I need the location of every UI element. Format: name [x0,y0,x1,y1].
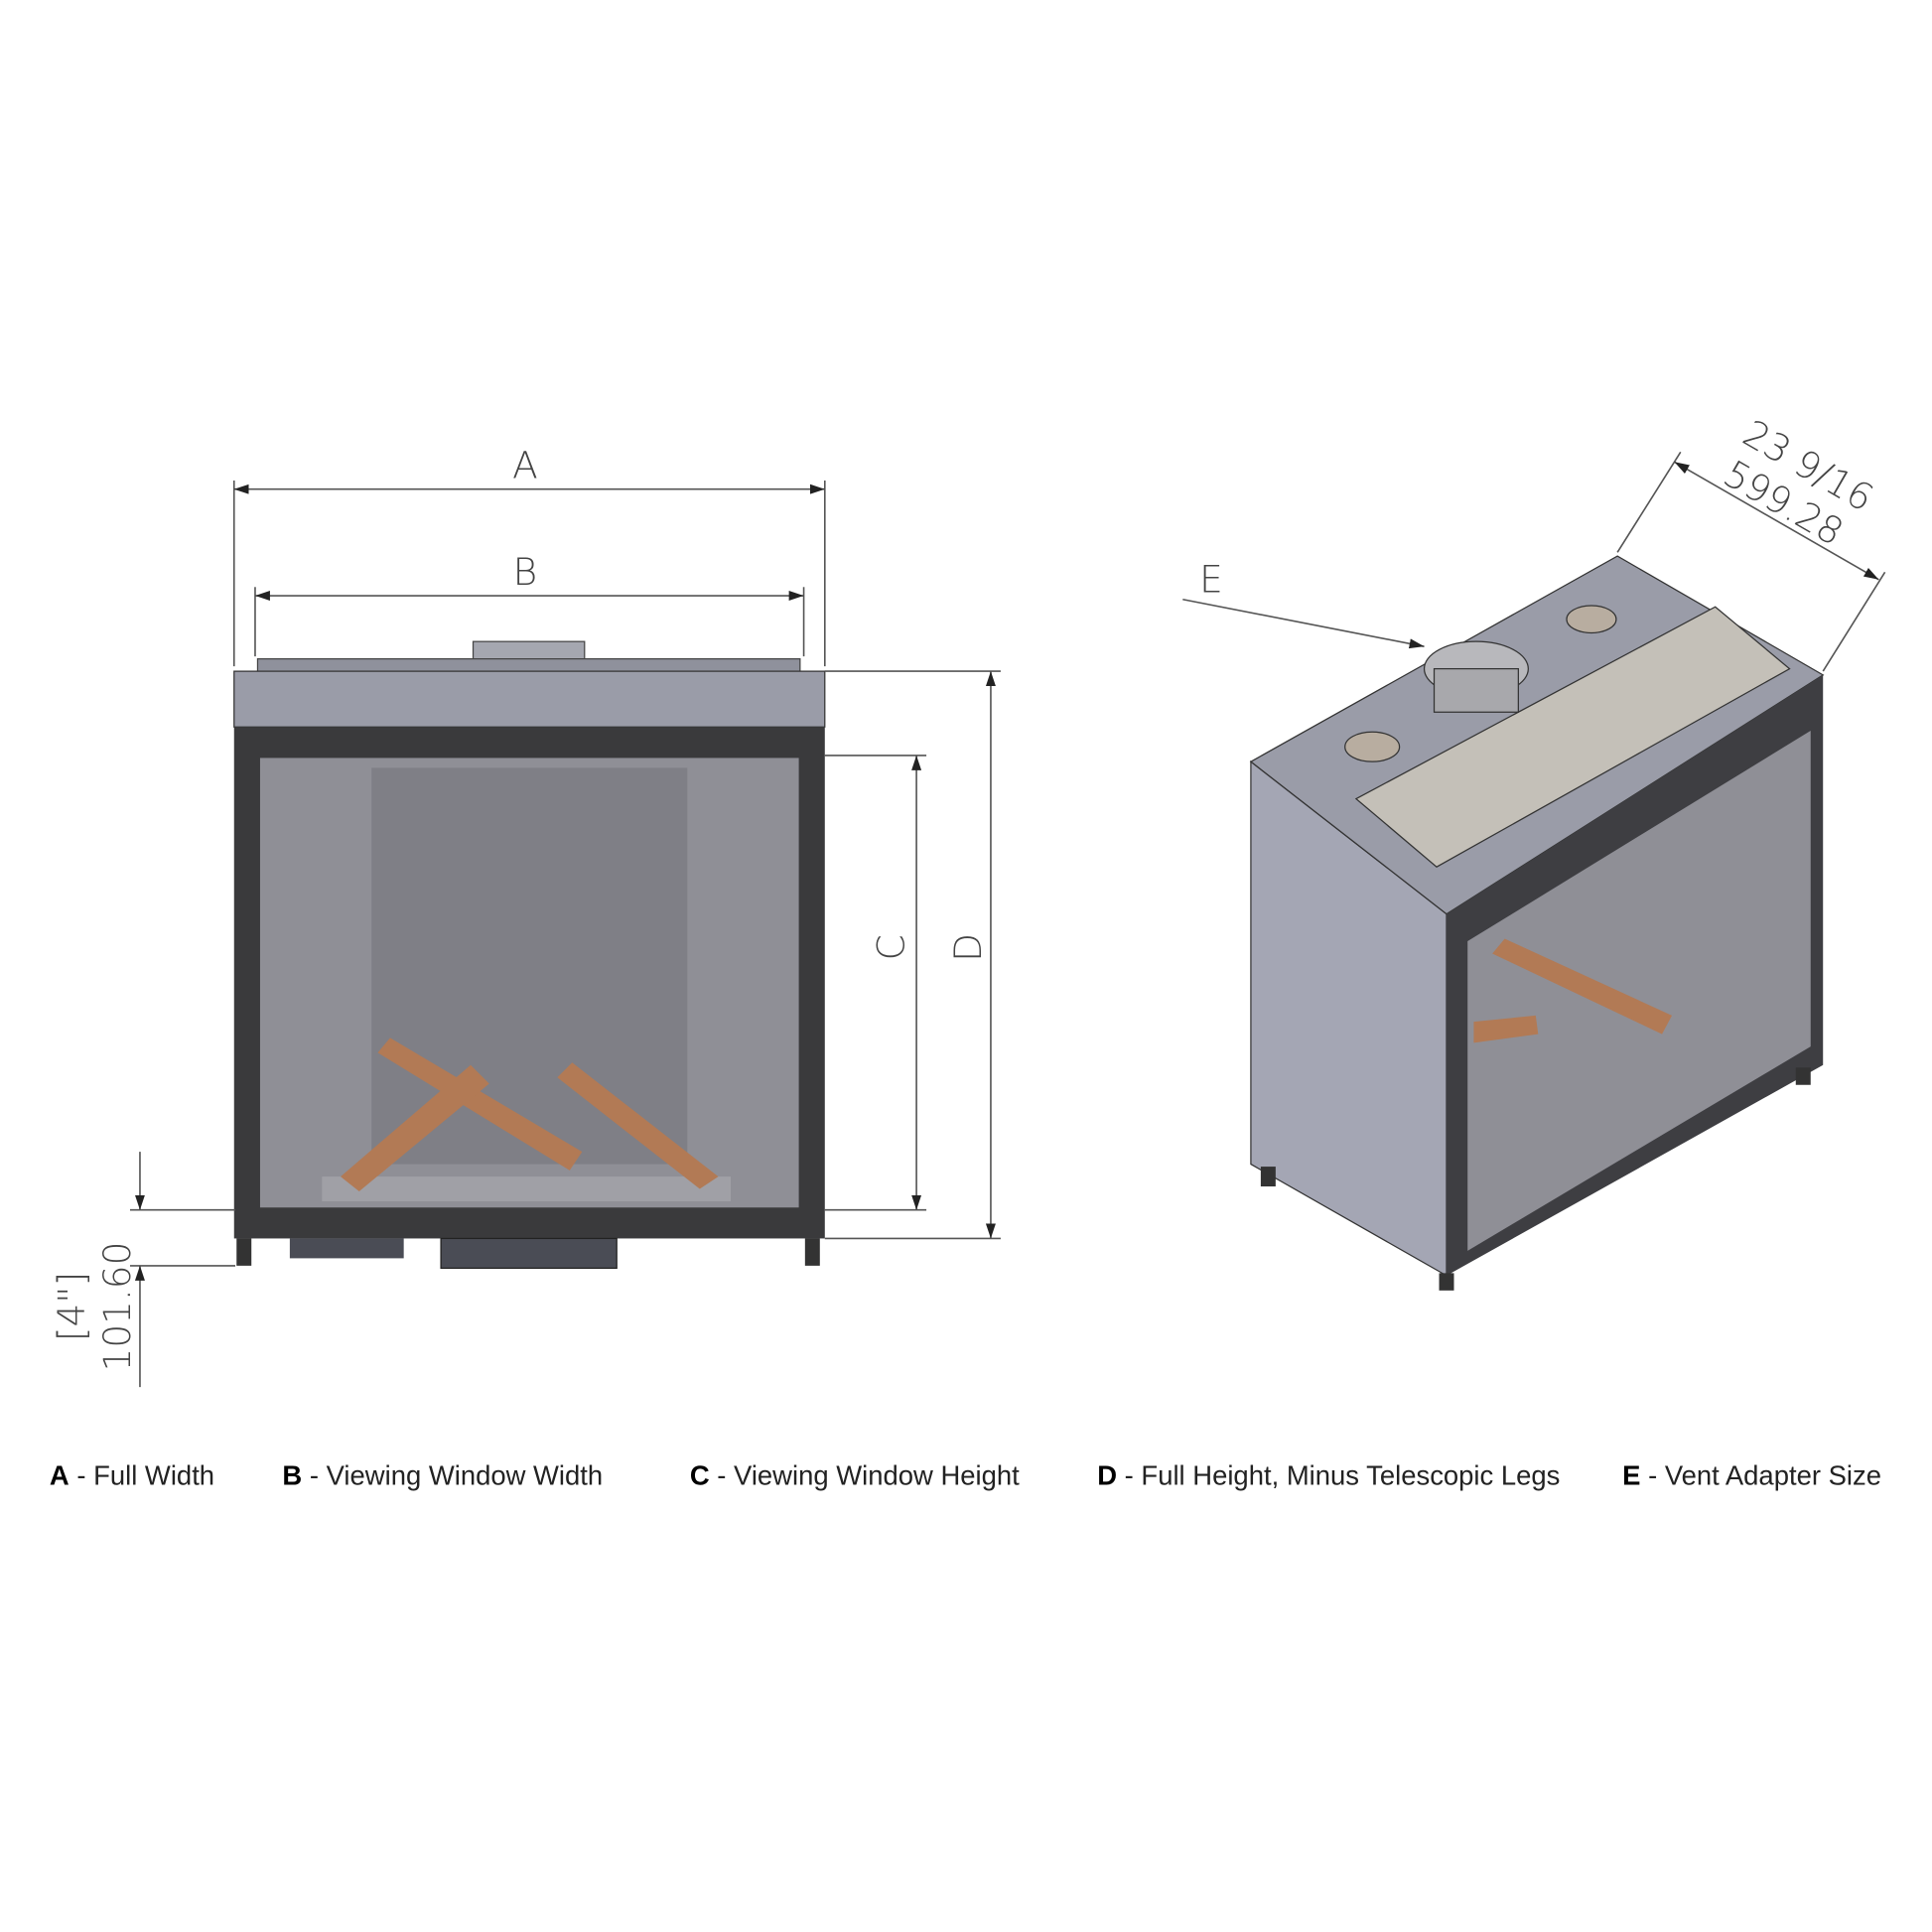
leg-height-mm: 101.60 [95,1242,139,1372]
dimension-b-label: B [513,550,538,594]
vent-hole-right [1566,605,1617,634]
iso-log-2 [1473,1015,1539,1043]
iso-glass [1467,730,1811,1251]
top-plate [256,658,801,673]
legend-item-b: B - Viewing Window Width [282,1460,603,1491]
iso-leg-3 [1795,1067,1811,1085]
legend-item-c: C - Viewing Window Height [690,1460,1020,1491]
legend-item-e: E - Vent Adapter Size [1622,1460,1881,1491]
firebox-back [371,767,688,1165]
ember-bed [322,1176,731,1202]
legend-item-d: D - Full Height, Minus Telescopic Legs [1097,1460,1560,1491]
iso-leg-1 [1260,1167,1276,1187]
top-band [233,670,826,728]
depth-dimension-line [1674,461,1879,581]
vent-pipe [1433,667,1519,713]
legend: A - Full Width B - Viewing Window Width … [50,1460,1881,1491]
leg-right [804,1238,820,1266]
dimension-c-label: C [870,934,913,960]
leg-height-in: [4"] [50,1272,93,1341]
iso-leg-2 [1439,1273,1454,1291]
control-box [440,1237,618,1269]
vent-collar [472,640,586,661]
vent-label: E [1199,557,1223,601]
bottom-box [289,1238,404,1259]
front-view: A B C D 101.60 [4"] [50,444,1001,1388]
dimension-a-label: A [512,444,538,487]
iso-view: E 23 9/16 599.28 [1182,411,1886,1291]
top-channel [1354,606,1791,868]
vent-hole-left [1344,731,1401,762]
leg-left [236,1238,252,1266]
iso-log [1492,938,1673,1035]
logs [341,1037,719,1192]
dimension-d-label: D [946,933,990,962]
legend-item-a: A - Full Width [50,1460,214,1491]
